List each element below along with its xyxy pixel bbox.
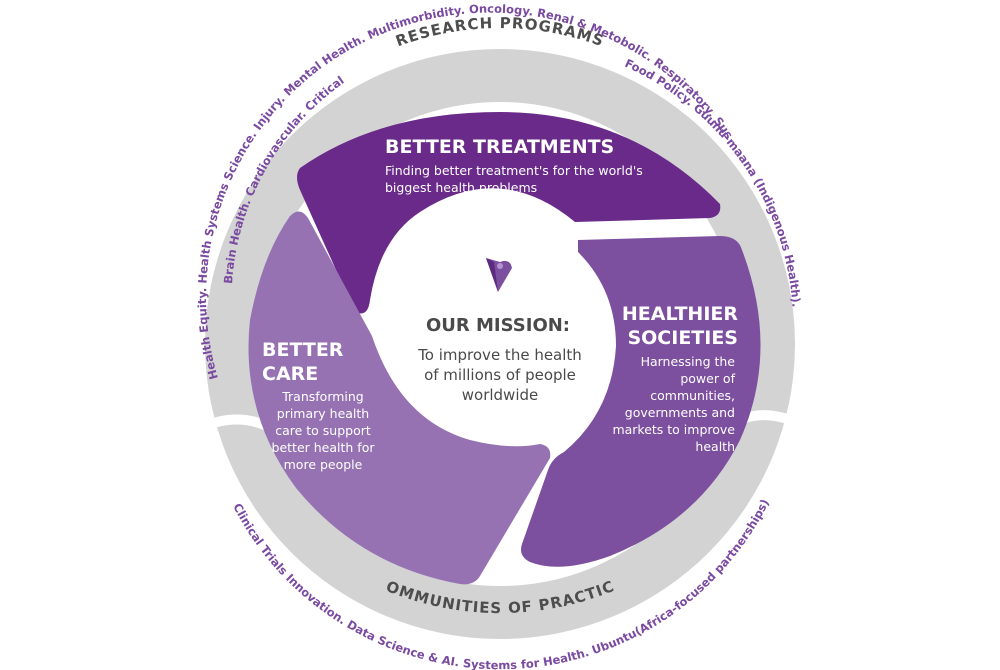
healthier-societies-body-line: Harnessing the [641,354,736,369]
mission-body-3: worldwide [462,386,539,404]
mission-body-1: To improve the health [417,346,582,364]
healthier-societies-body-line: governments and [625,405,735,420]
healthier-societies-title-1: HEALTHIER [622,303,738,325]
better-care-title-2: CARE [262,363,318,385]
better-care-segment [248,211,551,585]
mission-body-2: of millions of people [424,366,576,384]
better-treatments-title: BETTER TREATMENTS [385,136,614,158]
healthier-societies-body-line: communities, [650,388,735,403]
better-care-body-line: more people [284,457,363,472]
heart-v-logo-icon [486,258,512,292]
better-care-body: Transforming primary health care to supp… [272,389,376,472]
mission-title: OUR MISSION: [426,315,570,336]
healthier-societies-body: Harnessing the power of communities, gov… [612,354,735,454]
better-care-body-line: better health for [272,440,376,455]
healthier-societies-body-line: power of [680,371,735,386]
healthier-societies-title-2: SOCIETIES [627,327,738,349]
healthier-societies-body-line: markets to improve [612,422,735,437]
better-care-body-line: Transforming [281,389,364,404]
better-care-body-line: primary health [277,406,369,421]
better-care-title-1: BETTER [262,339,344,361]
ring-notch-right [743,410,803,429]
healthier-societies-body-line: health [695,439,735,454]
better-treatments-body-2: biggest health problems [385,180,537,195]
better-care-body-line: care to support [275,423,371,438]
better-treatments-body-1: Finding better treatment's for the world… [385,163,643,178]
healthier-societies-segment [521,236,761,567]
better-treatments-segment [297,112,721,314]
center-mission: OUR MISSION: To improve the health of mi… [417,258,582,404]
